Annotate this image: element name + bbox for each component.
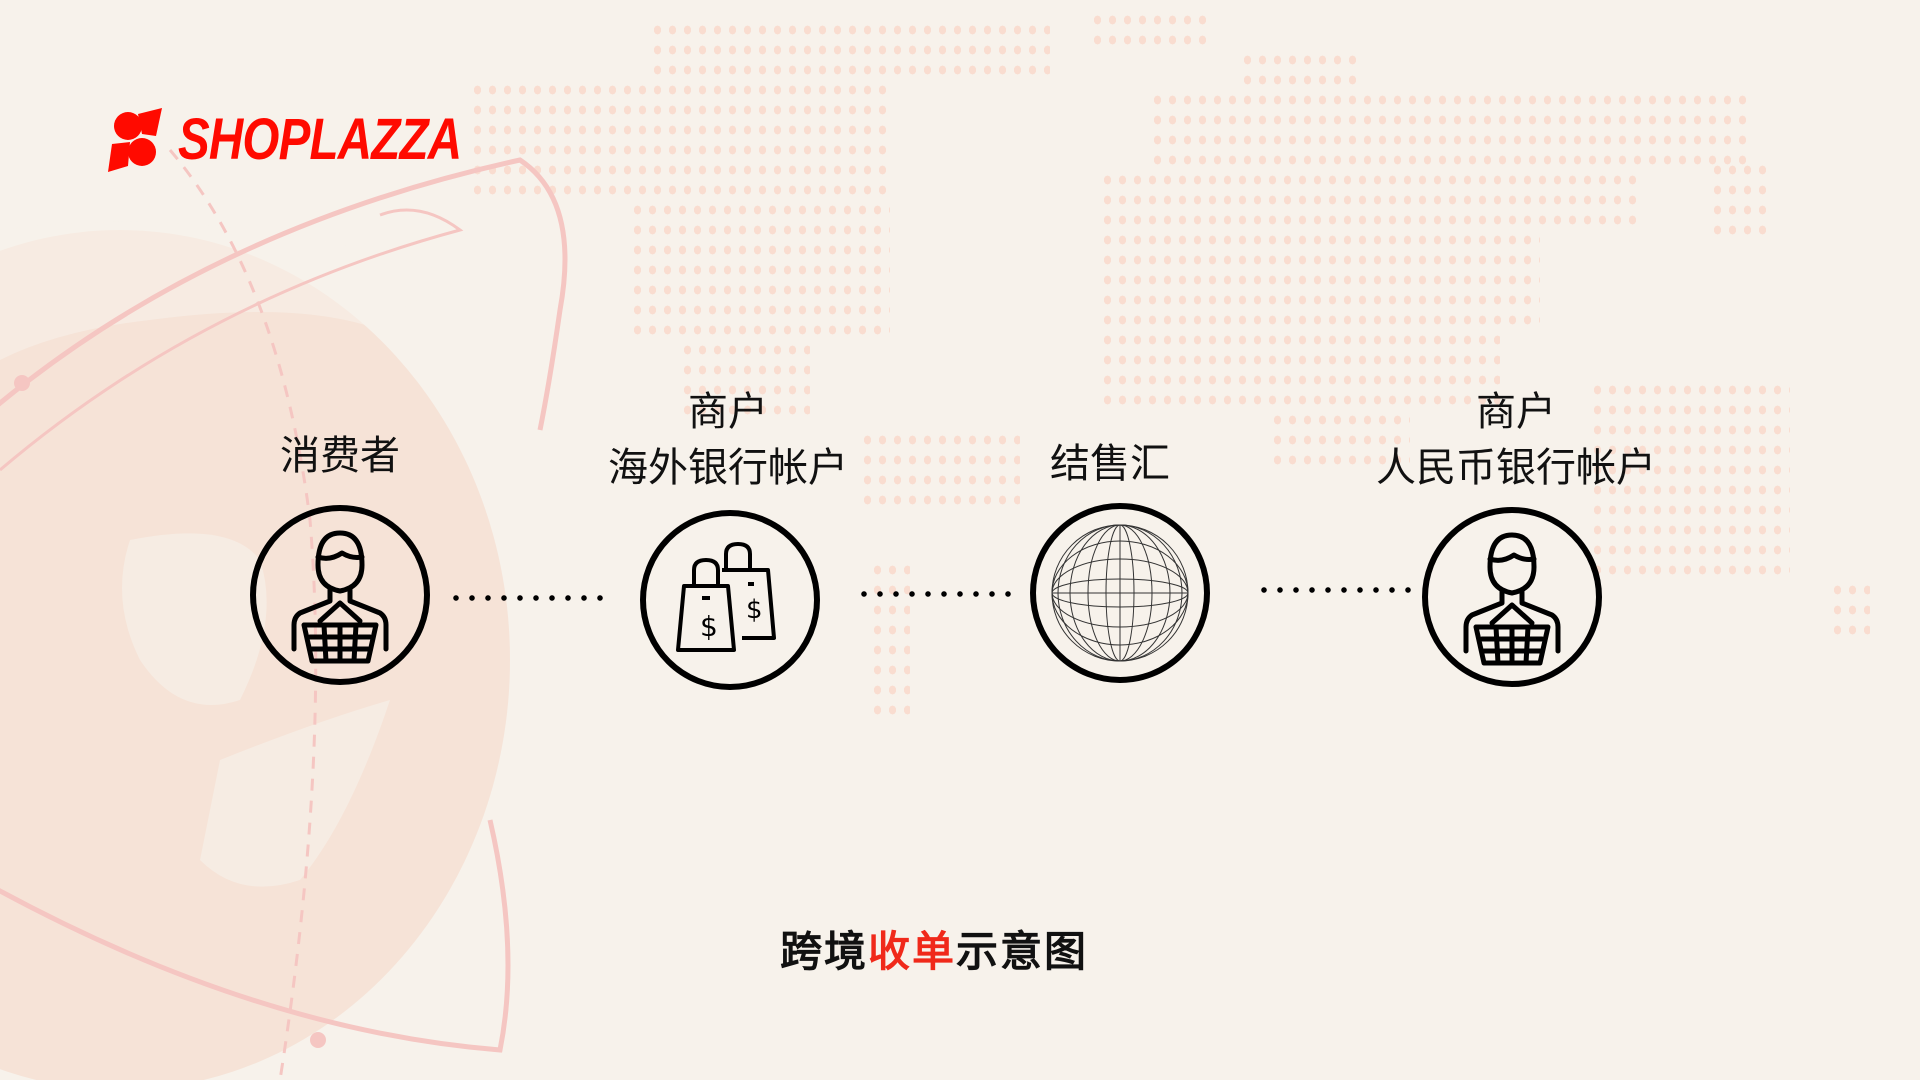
shopping-bags-dollar-icon: $ $ <box>676 542 776 652</box>
shoplazza-logo-mark-icon <box>108 108 162 172</box>
connector-consumer-to-overseas <box>448 595 608 601</box>
merchant-overseas-label: 商户 海外银行帐户 <box>608 384 848 496</box>
caption-part2: 示意图 <box>956 927 1089 976</box>
consumer-label-line1: 消费者 <box>280 433 400 479</box>
consumer-node <box>250 505 430 685</box>
fx-settlement-label-line1: 结售汇 <box>1050 441 1170 487</box>
merchant-overseas-label-line2: 海外银行帐户 <box>608 445 848 491</box>
svg-text:$: $ <box>700 610 718 643</box>
merchant-rmb-label: 商户 人民币银行帐户 <box>1376 384 1656 496</box>
person-with-basket-icon <box>1463 532 1561 666</box>
shoplazza-logo: SHOPLAZZA <box>108 108 523 172</box>
merchant-overseas-label-line1: 商户 <box>688 389 768 435</box>
wireframe-globe-icon <box>1051 524 1189 662</box>
brand-wordmark: SHOPLAZZA <box>178 107 462 172</box>
caption-part1: 跨境 <box>780 927 869 976</box>
fx-settlement-node <box>1030 503 1210 683</box>
consumer-label: 消费者 <box>280 428 400 484</box>
person-with-basket-icon <box>291 530 389 664</box>
merchant-rmb-label-line2: 人民币银行帐户 <box>1376 445 1656 491</box>
caption-highlight: 收单 <box>868 927 957 976</box>
connector-overseas-to-fx <box>856 591 1016 597</box>
svg-text:$: $ <box>746 595 763 625</box>
merchant-rmb-node <box>1422 507 1602 687</box>
connector-fx-to-rmb <box>1256 587 1416 593</box>
diagram-caption: 跨境收单示意图 <box>780 918 1088 979</box>
fx-settlement-label: 结售汇 <box>1050 436 1170 492</box>
merchant-overseas-node: $ $ <box>640 510 820 690</box>
merchant-rmb-label-line1: 商户 <box>1476 389 1556 435</box>
